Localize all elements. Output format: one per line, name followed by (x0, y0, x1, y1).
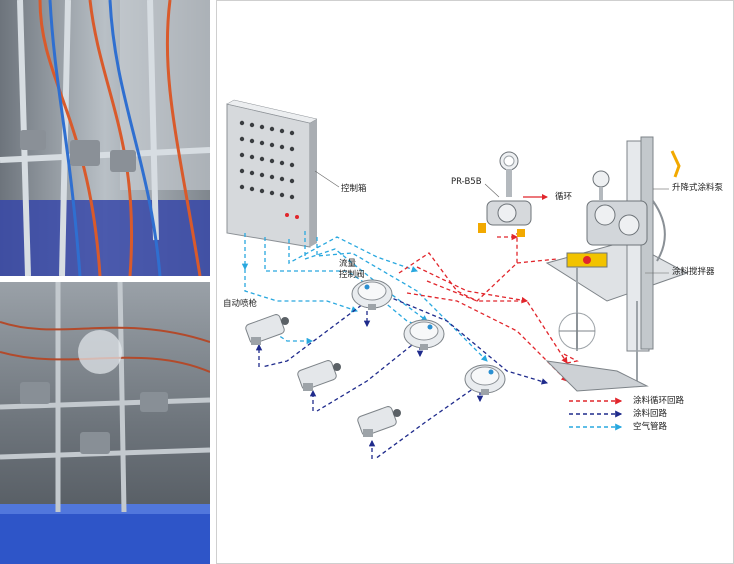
spray-gun (297, 360, 341, 391)
flow-control-valve (351, 279, 393, 310)
legend-paint-return-label: 涂料回路 (633, 409, 668, 419)
mixer-label: 涂料搅拌器 (672, 267, 715, 277)
legend-air-label: 空气管路 (633, 422, 668, 432)
flow-control-valve (464, 364, 506, 395)
flow-control-valve (403, 319, 445, 350)
booth-photo-top (0, 0, 210, 276)
flow-valve-label-2: 控制阀 (339, 270, 365, 280)
control-box-label: 控制箱 (341, 184, 367, 194)
auto-spray-gun-label: 自动喷枪 (223, 299, 258, 309)
paint-system-diagram: 控制箱 流量 控制阀 自动喷枪 PR-B5B 循环 升降式涂料泵 涂料搅拌器 涂… (216, 0, 734, 564)
pump-model-label: PR-B5B (451, 177, 482, 187)
circulation-label: 循环 (555, 192, 573, 202)
pr-b5b-pump (478, 151, 532, 237)
spray-gun (245, 314, 289, 345)
booth-photo-bottom (0, 282, 210, 564)
control-box (226, 99, 318, 248)
spray-gun (357, 406, 401, 437)
lift-pump-label: 升降式涂料泵 (672, 183, 724, 193)
flow-valve-label-1: 流量 (339, 259, 357, 269)
lift-pump-mixer (545, 136, 689, 392)
legend-circulation-label: 涂料循环回路 (633, 396, 685, 406)
